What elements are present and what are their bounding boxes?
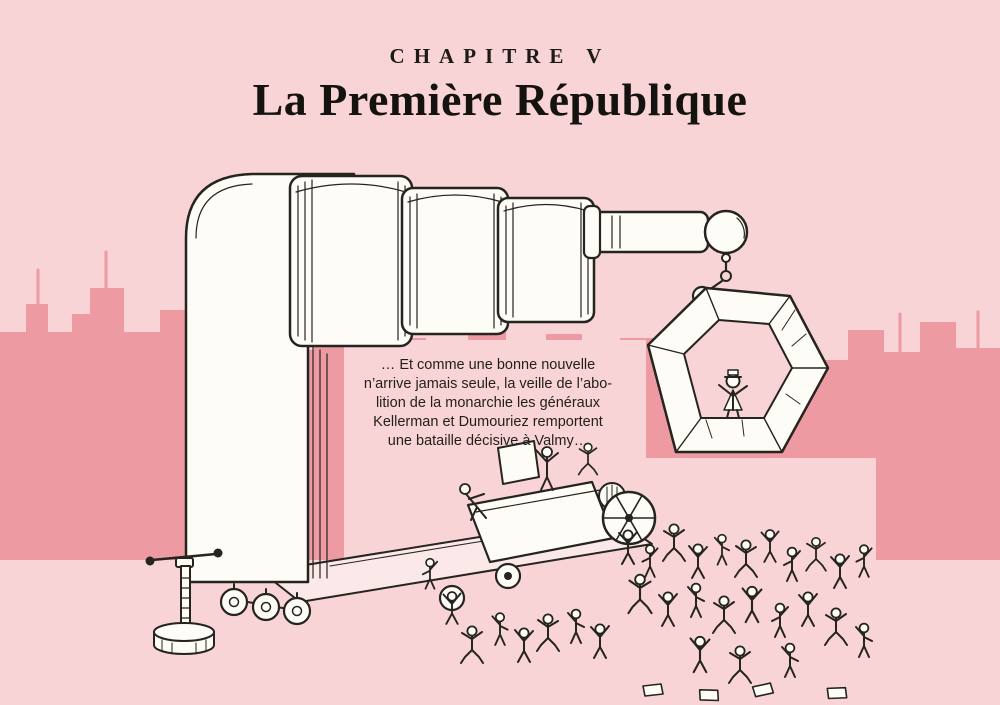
chapter-label: CHAPITRE V (389, 44, 611, 68)
lookout-figure (718, 369, 748, 419)
caption-line: n’arrive jamais seule, la veille de l’ab… (363, 376, 613, 392)
caster-wheels (219, 583, 312, 626)
caption-line: une bataille décisive à Valmy… (387, 433, 589, 449)
cart (438, 440, 657, 612)
page-title: La Première République (252, 74, 748, 125)
telescope-tube (582, 204, 749, 263)
screw-jack (145, 548, 223, 655)
chapter-header: CHAPITRE V La Première République (0, 44, 1000, 126)
held-sheet (497, 440, 540, 485)
caption-line: lition de la monarchie les généraux (375, 395, 601, 411)
scattered-papers (642, 682, 849, 704)
narration-caption: … Et comme une bonne nouvelle n’arrive j… (352, 356, 624, 451)
caption-line: … Et comme une bonne nouvelle (380, 357, 596, 373)
caption-line: Kellerman et Dumouriez remportent (373, 414, 603, 430)
telescope-cylinders (288, 174, 596, 348)
telescope-ball (703, 209, 749, 255)
